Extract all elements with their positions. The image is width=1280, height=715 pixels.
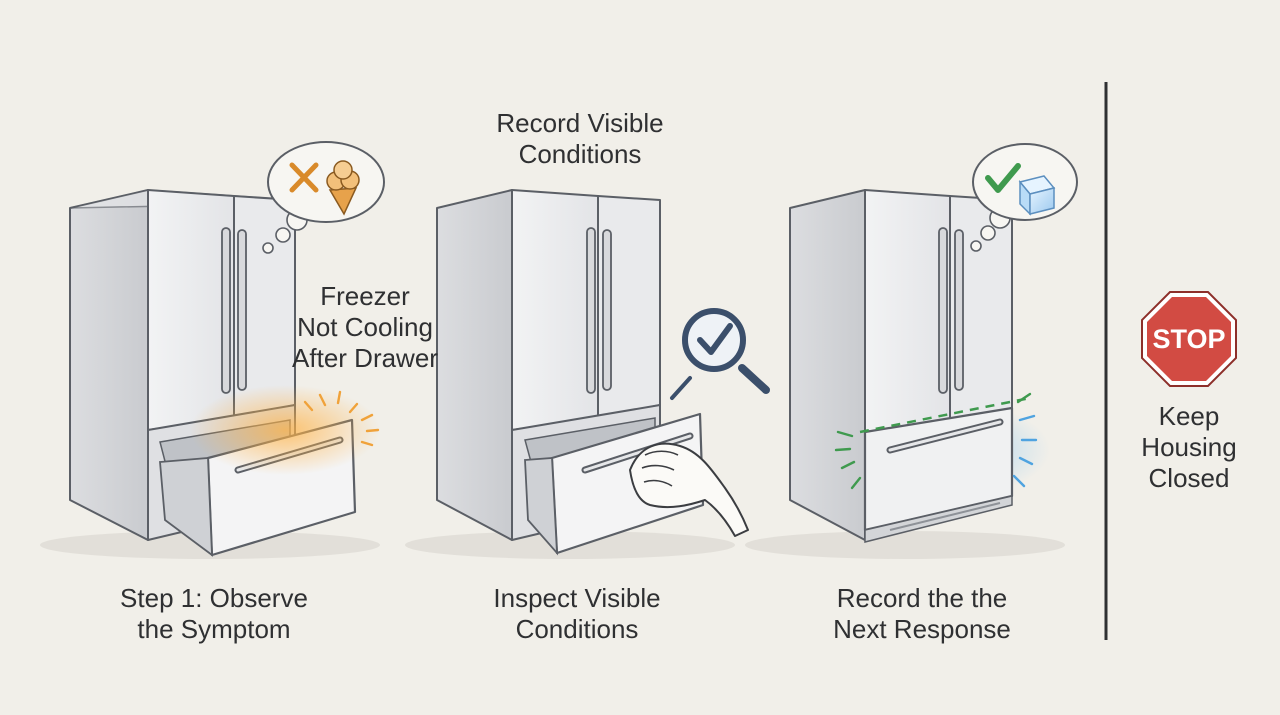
hand-icon [629,442,749,537]
side-note-line2: Housing [1141,432,1237,462]
step1-callout: Freezer Not Cooling After Drawer [290,281,440,374]
step2-bottom-label: Inspect Visible Conditions [467,583,687,645]
step1-bottom-label-line2: the Symptom [137,614,291,644]
step2-bottom-label-line1: Inspect Visible [493,583,661,613]
ice-cube-icon [1018,175,1056,216]
step3-bottom-label-line2: Next Response [833,614,1011,644]
thought-bubble-step1 [262,141,385,254]
magnifier-check-icon [670,308,770,400]
step1-bottom-label-line1: Step 1: Observe [120,583,308,613]
step1-bottom-label: Step 1: Observe the Symptom [104,583,324,645]
fridge-step3 [745,189,1065,559]
step2-bottom-label-line2: Conditions [515,614,639,644]
checkmark-icon [985,163,1021,193]
step2-top-label: Record Visible Conditions [480,108,680,170]
side-note-line3: Closed [1148,463,1230,493]
side-note: Keep Housing Closed [1124,401,1254,494]
fridge-step2 [405,189,735,559]
stop-sign-icon: STOP [1141,291,1237,387]
step1-callout-line2: Not Cooling [297,312,433,342]
side-note-line1: Keep [1158,401,1220,431]
stop-sign-text: STOP [1152,324,1225,354]
step3-bottom-label-line1: Record the the [836,583,1008,613]
step1-callout-line1: Freezer [320,281,410,311]
cross-icon [289,162,319,193]
ice-cream-icon [326,160,360,216]
step2-top-label-line2: Conditions [518,139,642,169]
step1-callout-line3: After Drawer [292,343,438,373]
fridge-step1 [40,189,380,559]
step2-top-label-line1: Record Visible [496,108,664,138]
step3-bottom-label: Record the the Next Response [812,583,1032,645]
